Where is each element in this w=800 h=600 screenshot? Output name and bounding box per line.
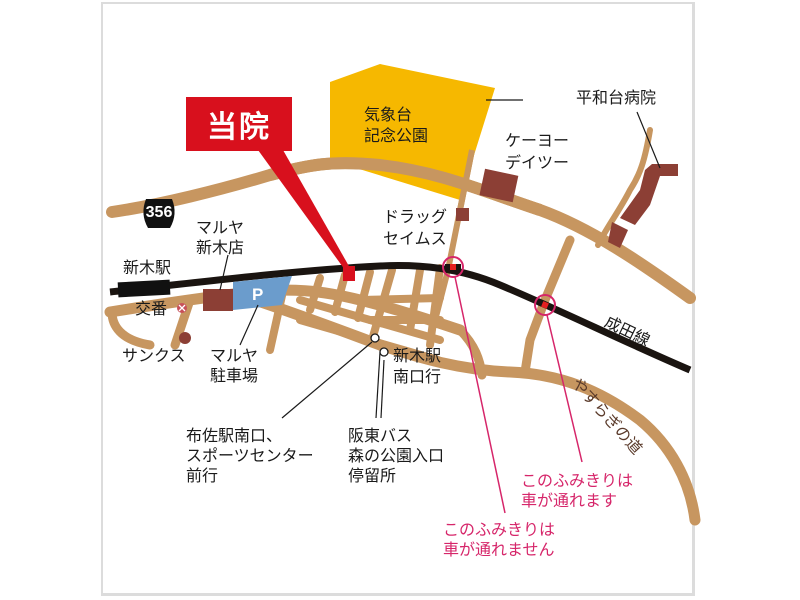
keiyo-building (479, 168, 519, 203)
keiyo-label: ケーヨー デイツー (505, 131, 570, 172)
crossing-no-cars-note: このふみきりは 車が通れません (443, 520, 556, 559)
bus-stop-marker-1 (370, 333, 380, 343)
heiwadai-hospital-building (620, 164, 678, 225)
maruya-parking (233, 276, 292, 310)
drugstore-building (456, 208, 469, 221)
crossing-no-cars (442, 256, 464, 278)
sunkus-label: サンクス (122, 346, 186, 365)
route-356-shield (143, 199, 175, 228)
arai-station (117, 279, 171, 298)
drugstore-label: ドラッグ セイムス (383, 207, 448, 248)
hospital-marker (343, 266, 355, 281)
crossing-cars-ok (534, 294, 556, 316)
parking-symbol: P (252, 285, 264, 304)
crossing-cars-ok-note: このふみきりは 車が通れます (521, 471, 634, 510)
hospital-label: 当院 (186, 97, 292, 151)
hospital-pointer (258, 150, 350, 270)
sunkus-marker (179, 332, 191, 344)
park-label: 気象台 記念公園 (364, 105, 429, 145)
hanto-bus-label: 阪東バス 森の公園入口 停留所 (348, 426, 445, 485)
bus-stop-marker-2 (379, 347, 389, 357)
maruya-parking-label: マルヤ 駐車場 (210, 346, 259, 385)
route-356-number: 356 (145, 204, 173, 221)
police-box-label: 交番 (135, 299, 168, 318)
bus-stop-arai-label: 新木駅 南口行 (393, 346, 442, 386)
maruya-store-label: マルヤ 新木店 (196, 218, 245, 257)
maruya-store-building (203, 289, 233, 311)
bus-stop-fusa-label: 布佐駅南口、 スポーツセンター 前行 (186, 426, 314, 485)
narita-line-railway (109, 262, 692, 374)
station-label: 新木駅 (123, 258, 172, 277)
heiwadai-hospital-label: 平和台病院 (576, 88, 657, 107)
